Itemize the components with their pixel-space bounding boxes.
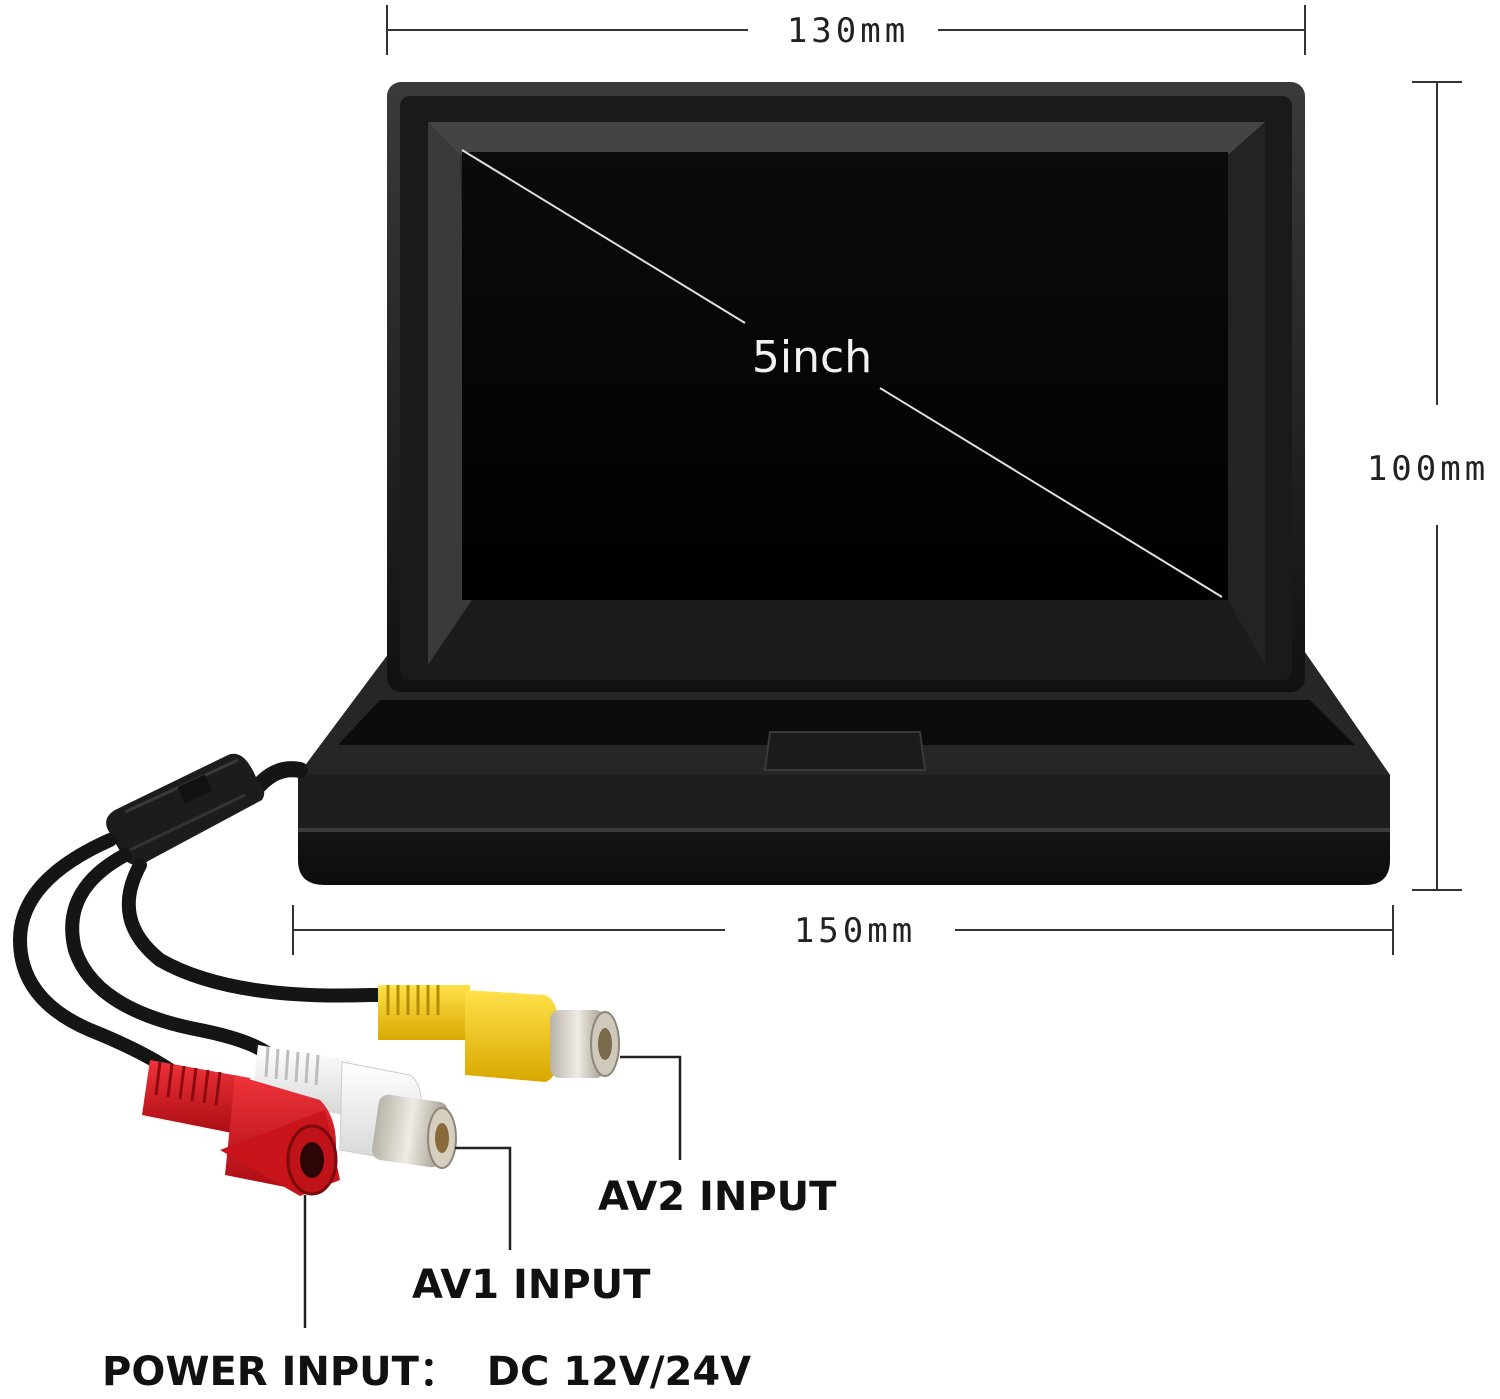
av2-yellow-rca-connector [378, 985, 620, 1082]
callout-lines [303, 1055, 682, 1328]
top-width-dimension: 130mm [386, 5, 1306, 55]
base-width-dimension: 150mm [292, 905, 1394, 955]
cable-splitter [106, 753, 265, 865]
release-button [763, 731, 927, 771]
av1-white-rca-connector [252, 1045, 457, 1169]
height-label: 100mm [1367, 449, 1489, 489]
power-input-label: POWER INPUT： DC 12V/24V [102, 1349, 751, 1395]
screen-diagonal [461, 149, 746, 324]
screen-size-label: 5inch [752, 332, 872, 383]
av1-leader-line [455, 1146, 512, 1250]
display-screen [462, 152, 1228, 600]
av1-input-label: AV1 INPUT [412, 1262, 651, 1308]
top-width-label: 130mm [787, 11, 909, 51]
base-width-label: 150mm [794, 911, 916, 951]
av2-input-label: AV2 INPUT [598, 1174, 837, 1220]
height-dimension: 100mm [1367, 81, 1489, 891]
av2-leader-line [620, 1055, 682, 1160]
monitor-panel: 5inch [387, 82, 1305, 692]
power-red-dc-connector [142, 1060, 340, 1196]
